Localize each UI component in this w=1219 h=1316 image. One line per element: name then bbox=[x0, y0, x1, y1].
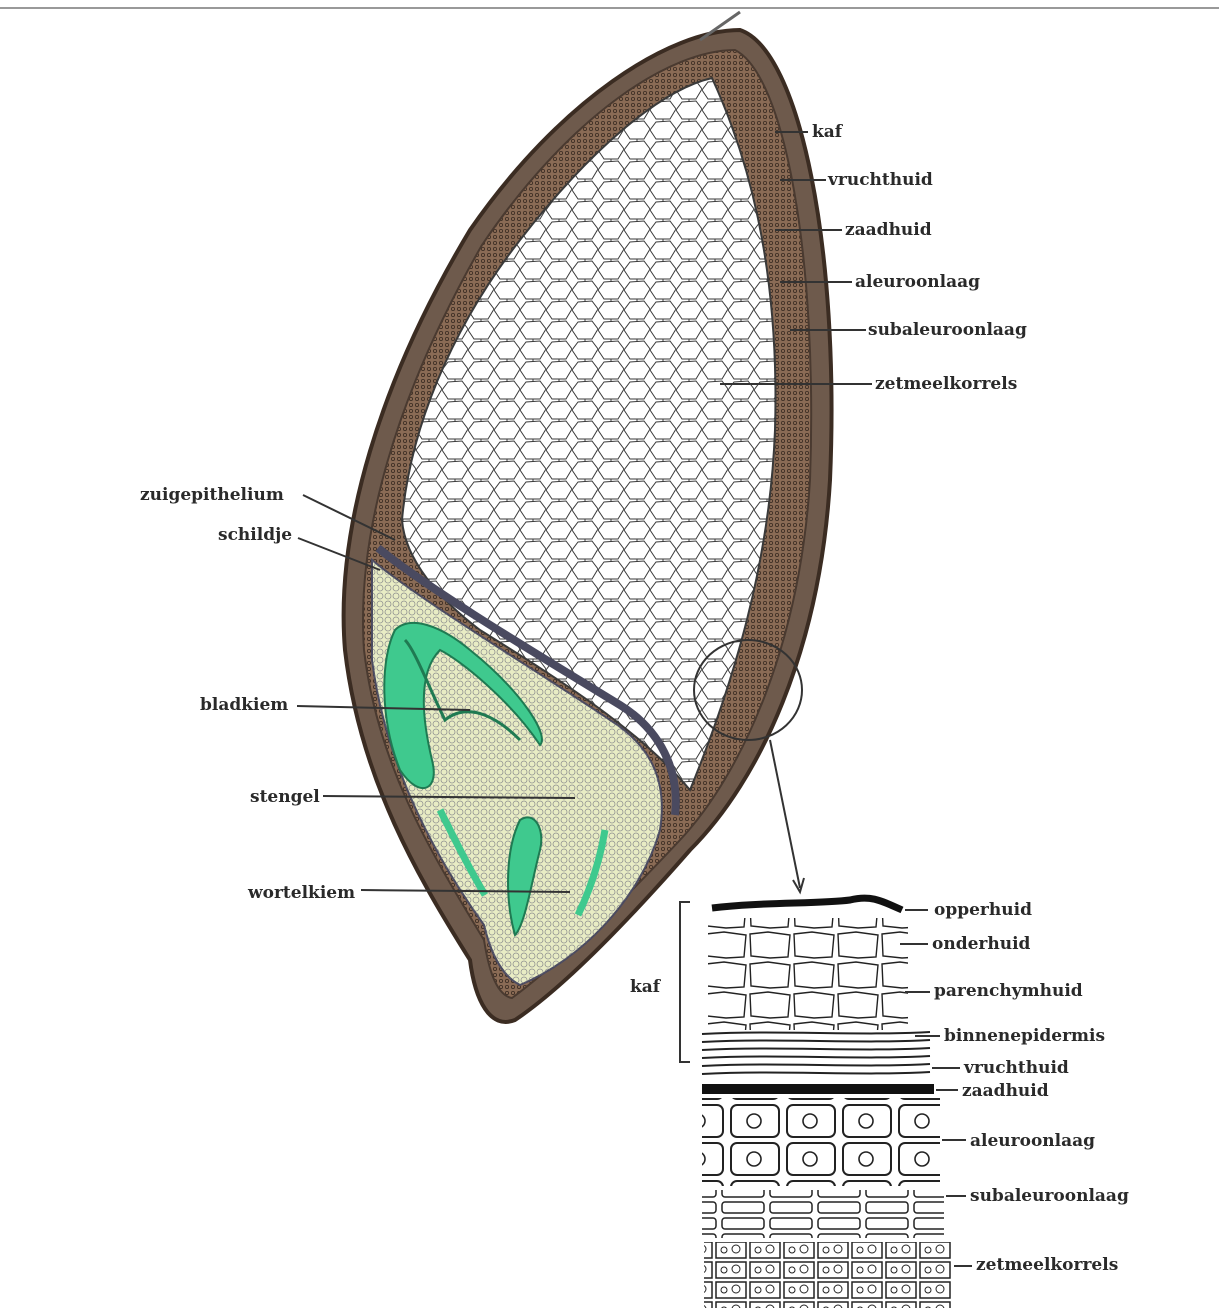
detail-section bbox=[680, 898, 952, 1308]
kaf-bracket bbox=[680, 902, 690, 1062]
grain-drawing bbox=[344, 12, 832, 1022]
label-d-parenchymhuid: parenchymhuid bbox=[934, 981, 1083, 1001]
detail-subaleurone-cells bbox=[702, 1190, 944, 1238]
label-d-zetmeelkorrels: zetmeelkorrels bbox=[976, 1255, 1118, 1275]
detail-arrow bbox=[770, 740, 800, 888]
label-d-zaadhuid: zaadhuid bbox=[962, 1081, 1049, 1101]
detail-parenchym-cells bbox=[708, 918, 908, 1030]
detail-zaadhuid-layer bbox=[702, 1084, 934, 1094]
label-wortelkiem: wortelkiem bbox=[247, 883, 355, 903]
label-d-opperhuid: opperhuid bbox=[934, 900, 1032, 920]
label-d-onderhuid: onderhuid bbox=[932, 934, 1031, 954]
label-stengel: stengel bbox=[250, 787, 320, 807]
label-d-kaf: kaf bbox=[630, 977, 662, 997]
label-d-subaleuroonlaag: subaleuroonlaag bbox=[970, 1186, 1129, 1206]
label-d-binnenepidermis: binnenepidermis bbox=[944, 1026, 1105, 1046]
label-vruchthuid: vruchthuid bbox=[827, 170, 933, 190]
label-d-vruchthuid: vruchthuid bbox=[963, 1058, 1069, 1078]
label-bladkiem: bladkiem bbox=[200, 695, 288, 715]
detail-aleurone-cells bbox=[702, 1098, 940, 1186]
label-d-aleuroonlaag: aleuroonlaag bbox=[970, 1131, 1095, 1151]
label-subaleuroonlaag: subaleuroonlaag bbox=[868, 320, 1027, 340]
detail-opperhuid-layer bbox=[712, 898, 902, 910]
label-zaadhuid: zaadhuid bbox=[845, 220, 932, 240]
label-aleuroonlaag: aleuroonlaag bbox=[855, 272, 980, 292]
label-zetmeelkorrels: zetmeelkorrels bbox=[875, 374, 1017, 394]
label-schildje: schildje bbox=[218, 525, 292, 545]
label-kaf: kaf bbox=[812, 122, 844, 142]
detail-striations bbox=[702, 1032, 930, 1074]
detail-starch-cells bbox=[704, 1242, 952, 1308]
label-zuigepithelium: zuigepithelium bbox=[140, 485, 284, 505]
